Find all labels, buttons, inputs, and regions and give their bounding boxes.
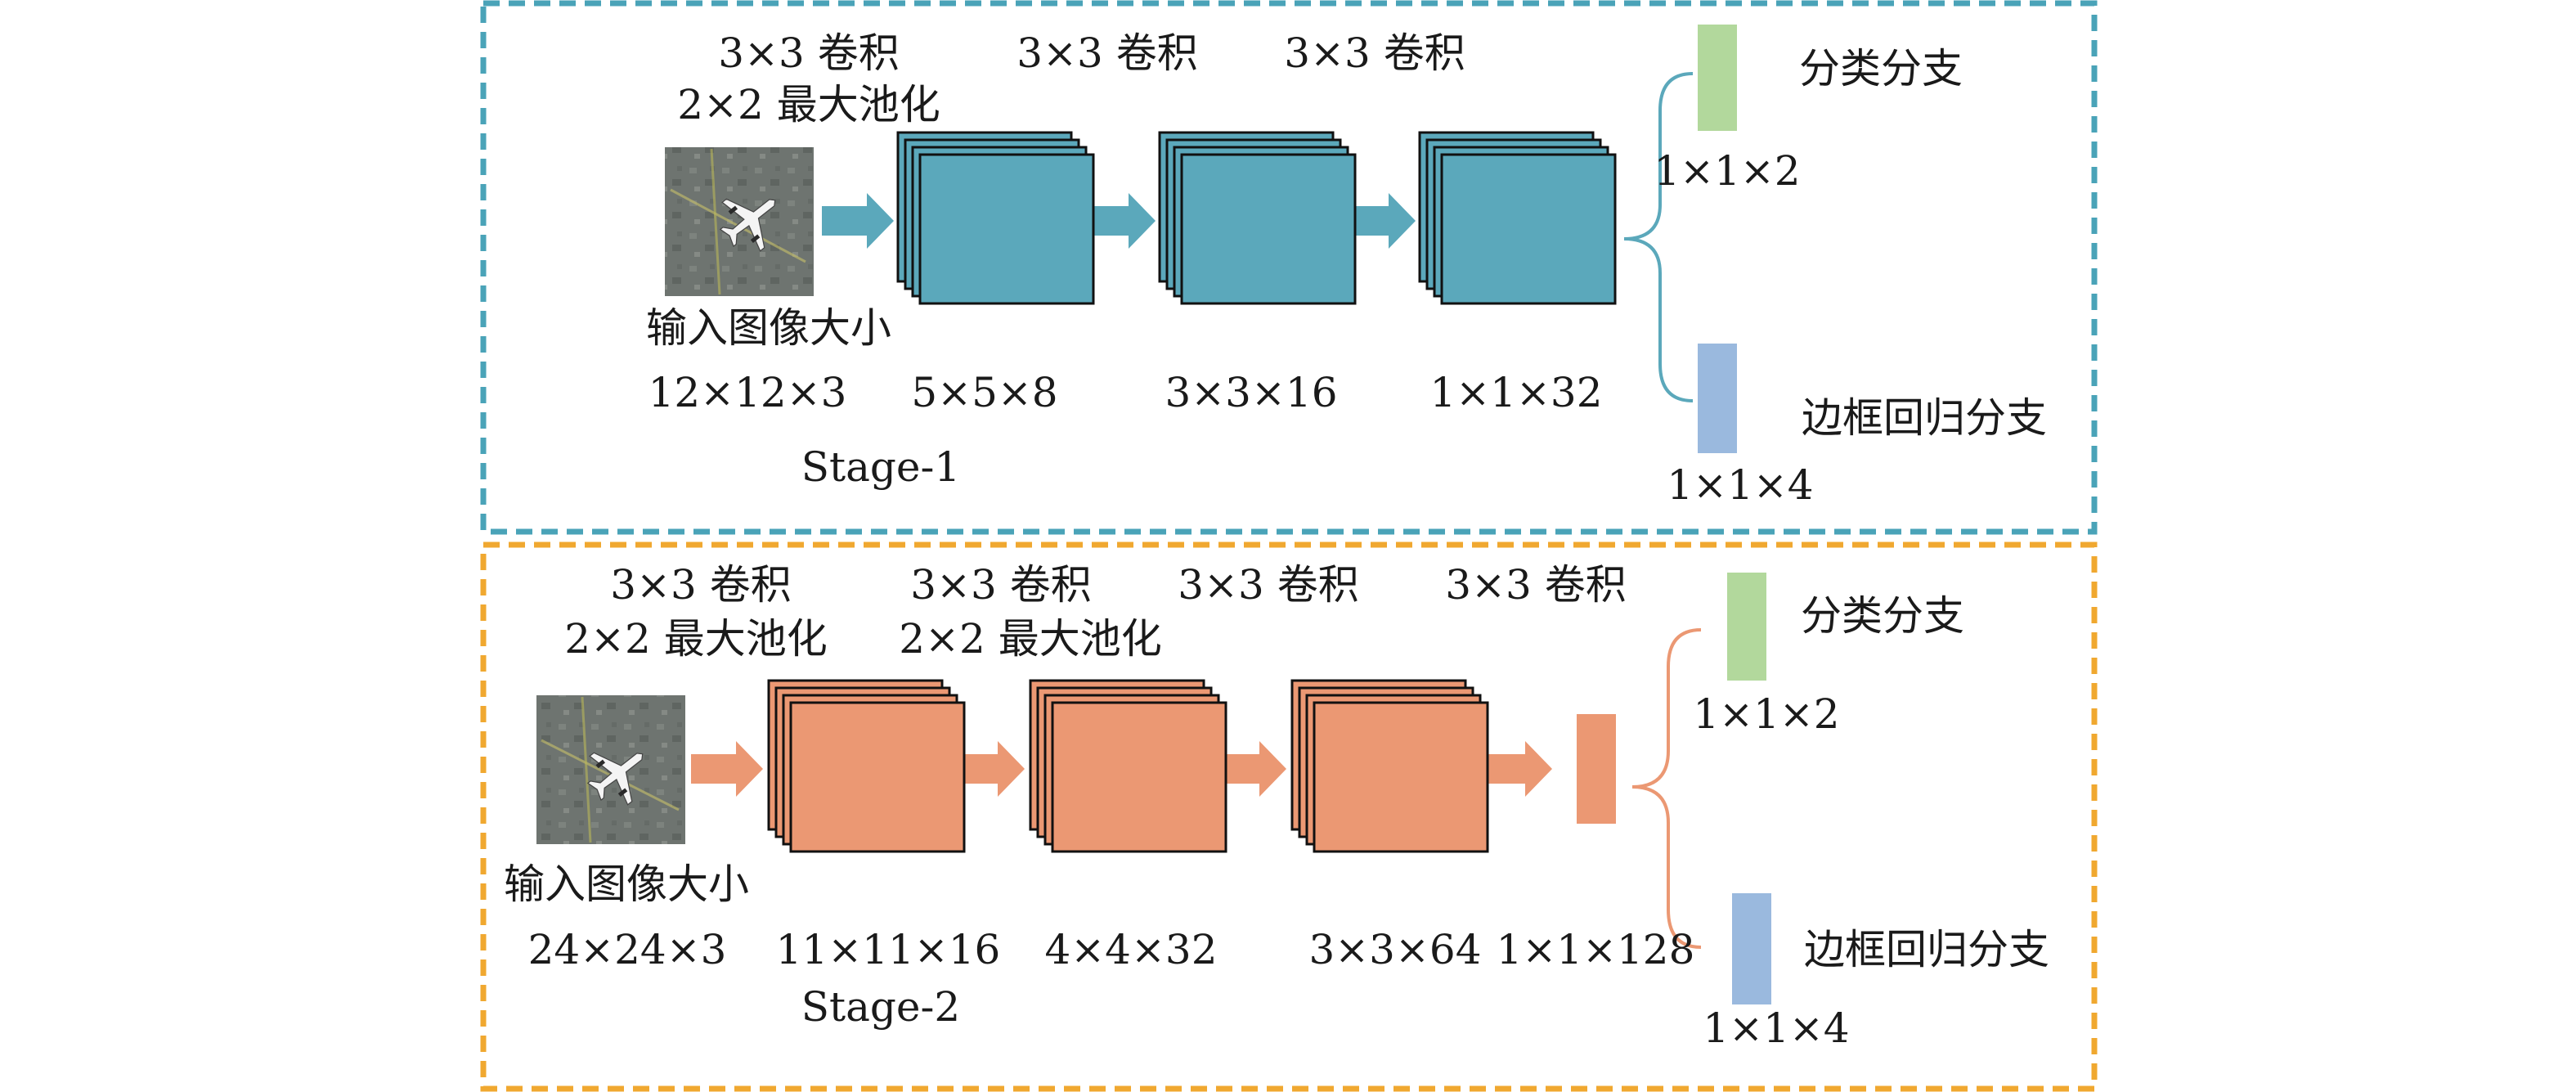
stage2-f2-dim: 4×4×32: [1044, 926, 1217, 973]
stage2-conv3-label: 3×3 卷积: [1178, 561, 1358, 609]
stage2-cls-output: [1727, 573, 1766, 681]
stage1-feature-map-1: [896, 131, 1095, 305]
arrow-right-icon: [1084, 193, 1156, 249]
stage2-f3-dim: 3×3×64: [1308, 926, 1481, 973]
stage1-f2-dim: 3×3×16: [1165, 369, 1337, 416]
stage1-input-image: [665, 147, 814, 296]
arrow-right-icon: [691, 741, 763, 797]
stage2-reg-dim-label: 1×1×4: [1703, 1004, 1849, 1052]
stage2-reg-branch-label: 边框回归分支: [1804, 926, 2049, 973]
stage1-input-dim: 12×12×3: [648, 369, 847, 416]
stage2-conv4-label: 3×3 卷积: [1445, 561, 1626, 609]
stage2-feature-map-2: [1029, 679, 1227, 853]
stage1-f1-dim: 5×5×8: [911, 369, 1057, 416]
stage1-conv2-label: 3×3 卷积: [1016, 29, 1197, 77]
stage2-fc-dim: 1×1×128: [1497, 926, 1695, 973]
arrow-right-icon: [1480, 741, 1552, 797]
stage2-cls-branch-label: 分类分支: [1801, 592, 1964, 640]
stage2-f1-dim: 11×11×16: [776, 926, 1001, 973]
stage1-input-label: 输入图像大小: [646, 304, 891, 352]
stage1-cls-branch-label: 分类分支: [1799, 45, 1963, 92]
stage1-reg-output: [1698, 344, 1737, 453]
curly-brace-icon: [1623, 72, 1694, 402]
stage1-cls-dim-label: 1×1×2: [1654, 147, 1800, 195]
stage2-feature-map-1: [767, 679, 966, 853]
stage2-panel: 3×3 卷积 2×2 最大池化 3×3 卷积 2×2 最大池化 3×3 卷积 3…: [480, 542, 2098, 1092]
stage1-feature-map-3: [1418, 131, 1617, 305]
stage2-pool2-label: 2×2 最大池化: [899, 615, 1161, 663]
stage2-pool1-label: 2×2 最大池化: [564, 615, 827, 663]
stage2-cls-dim-label: 1×1×2: [1693, 690, 1839, 738]
stage2-input-dim: 24×24×3: [528, 926, 727, 973]
stage1-conv1-label: 3×3 卷积: [718, 29, 899, 77]
stage1-pool1-label: 2×2 最大池化: [677, 81, 940, 128]
stage1-feature-map-2: [1158, 131, 1357, 305]
stage1-conv3-label: 3×3 卷积: [1284, 29, 1465, 77]
stage1-reg-branch-label: 边框回归分支: [1802, 394, 2047, 442]
arrow-right-icon: [822, 193, 894, 249]
stage1-reg-dim-label: 1×1×4: [1667, 461, 1813, 509]
stage2-input-image: [536, 695, 685, 844]
stage2-conv2-label: 3×3 卷积: [910, 561, 1091, 609]
stage2-input-label: 输入图像大小: [504, 861, 749, 908]
arrow-right-icon: [1214, 741, 1286, 797]
stage2-fc-vector: [1577, 714, 1616, 824]
stage1-panel: 3×3 卷积 2×2 最大池化 3×3 卷积 3×3 卷积: [480, 0, 2098, 535]
curly-brace-icon: [1631, 628, 1702, 949]
stage2-border: [480, 542, 2098, 1092]
arrow-right-icon: [1344, 193, 1416, 249]
stage1-f3-dim: 1×1×32: [1429, 369, 1602, 416]
stage1-border: [480, 0, 2098, 535]
stage1-cls-output: [1698, 25, 1737, 131]
stage2-conv1-label: 3×3 卷积: [610, 561, 791, 609]
stage2-name: Stage-2: [801, 983, 960, 1031]
stage2-feature-map-3: [1290, 679, 1489, 853]
stage2-reg-output: [1732, 893, 1771, 1004]
stage1-name: Stage-1: [801, 443, 960, 491]
arrow-right-icon: [953, 741, 1025, 797]
